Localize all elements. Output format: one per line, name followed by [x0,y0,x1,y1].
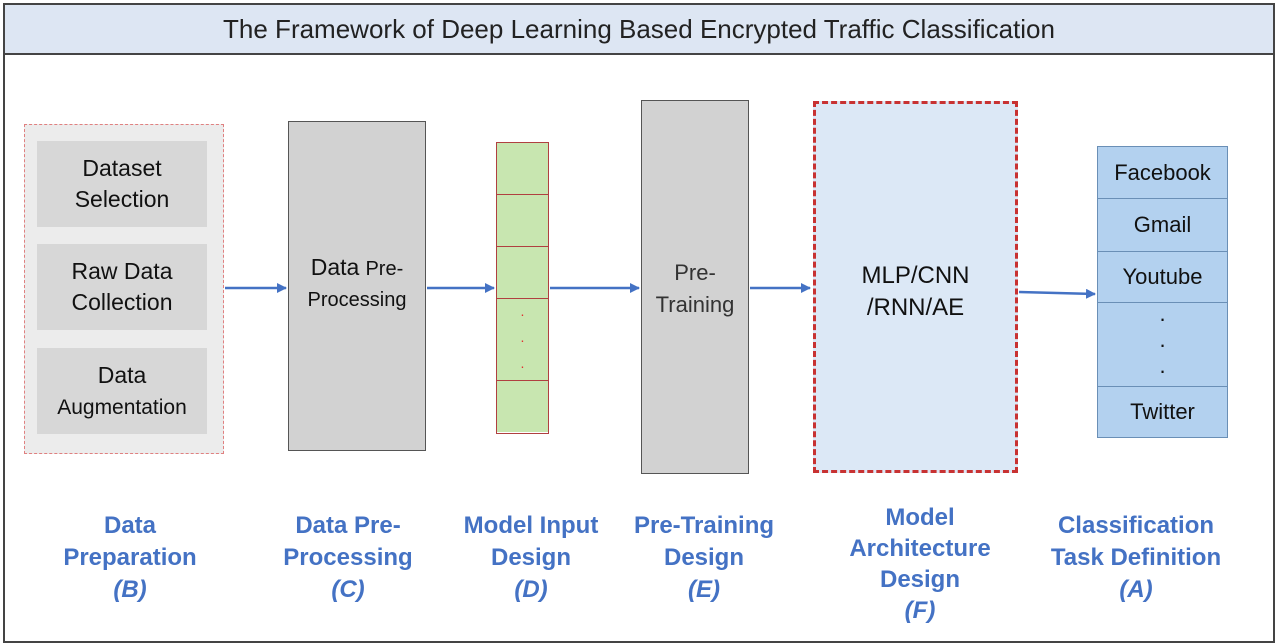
input-cell [497,143,548,195]
stage-line: Architecture [849,535,991,562]
flow-arrows [225,283,1096,299]
arrow-architecture-to-classes [1018,288,1096,299]
data-augmentation-line2: Augmentation [57,395,187,419]
stage-code: (B) [113,576,147,603]
model-architecture-box: MLP/CNN/RNN/AE [813,101,1018,473]
pretraining-line2: Training [655,292,735,317]
stage-code: (E) [688,576,720,603]
class-dot: · [1158,331,1167,357]
model-input-column: · · · [496,142,549,434]
input-cell [497,247,548,299]
input-cell-ellipsis: · · · [497,299,548,381]
class-ellipsis: · · · [1098,303,1227,387]
stage-label-classification-task-definition: Classification Task Definition (A) [1034,510,1238,606]
input-dot: · [520,305,525,322]
input-dot: · [520,331,525,348]
preprocessing-box: Data Pre- Processing [288,121,426,451]
stage-line: Model [885,504,955,531]
classification-column: Facebook Gmail Youtube · · · Twitter [1097,146,1228,438]
input-cell [497,381,548,432]
stage-line: Design [879,566,960,593]
raw-data-collection-line2: Collection [71,289,173,315]
dataset-selection-line1: Dataset [82,155,162,181]
class-twitter: Twitter [1130,399,1195,424]
stage-label-model-architecture-design: Model Architecture Design (F) [830,502,1010,626]
input-dot: · [520,357,525,374]
stage-line: Model Input [463,512,599,539]
stage-label-model-input-design: Model Input Design (D) [448,510,614,606]
stage-code: (C) [331,576,365,603]
data-augmentation-line1: Data [97,361,147,388]
input-cell [497,195,548,247]
stage-line: Preparation [63,544,197,571]
architecture-line2: /RNN/AE [866,294,965,321]
stage-line: Data [103,512,157,539]
preprocessing-pre-word: Pre- [365,258,404,280]
stage-code: (D) [514,576,548,603]
class-gmail: Gmail [1098,199,1227,252]
stage-label-pretraining-design: Pre-Training Design (E) [616,510,792,606]
class-dot: · [1158,357,1167,383]
stage-line: Classification [1057,512,1215,539]
stage-line: Task Definition [1050,544,1222,571]
class-facebook: Facebook [1098,147,1227,199]
diagram-title: The Framework of Deep Learning Based Enc… [5,5,1273,55]
stage-line: Data Pre- [295,512,401,539]
preprocessing-data-word: Data [310,254,360,280]
stage-code: (F) [904,597,936,624]
class-youtube: Youtube [1098,252,1227,303]
stage-label-data-preprocessing: Data Pre- Processing (C) [258,510,438,606]
stage-line: Design [663,544,744,571]
class-dot: · [1158,305,1167,331]
raw-data-collection-line1: Raw Data [71,258,173,284]
architecture-line1: MLP/CNN [861,262,970,289]
preprocessing-processing-word: Processing [307,289,407,311]
dataset-selection-line2: Selection [74,186,170,212]
stage-code: (A) [1119,576,1153,603]
stage-label-data-preparation: Data Preparation (B) [30,510,230,606]
stage-line: Processing [283,544,413,571]
pretraining-line1: Pre- [674,260,716,285]
pretraining-box: Pre- Training [641,100,749,474]
stage-line: Design [490,544,571,571]
stage-line: Pre-Training [633,512,775,539]
